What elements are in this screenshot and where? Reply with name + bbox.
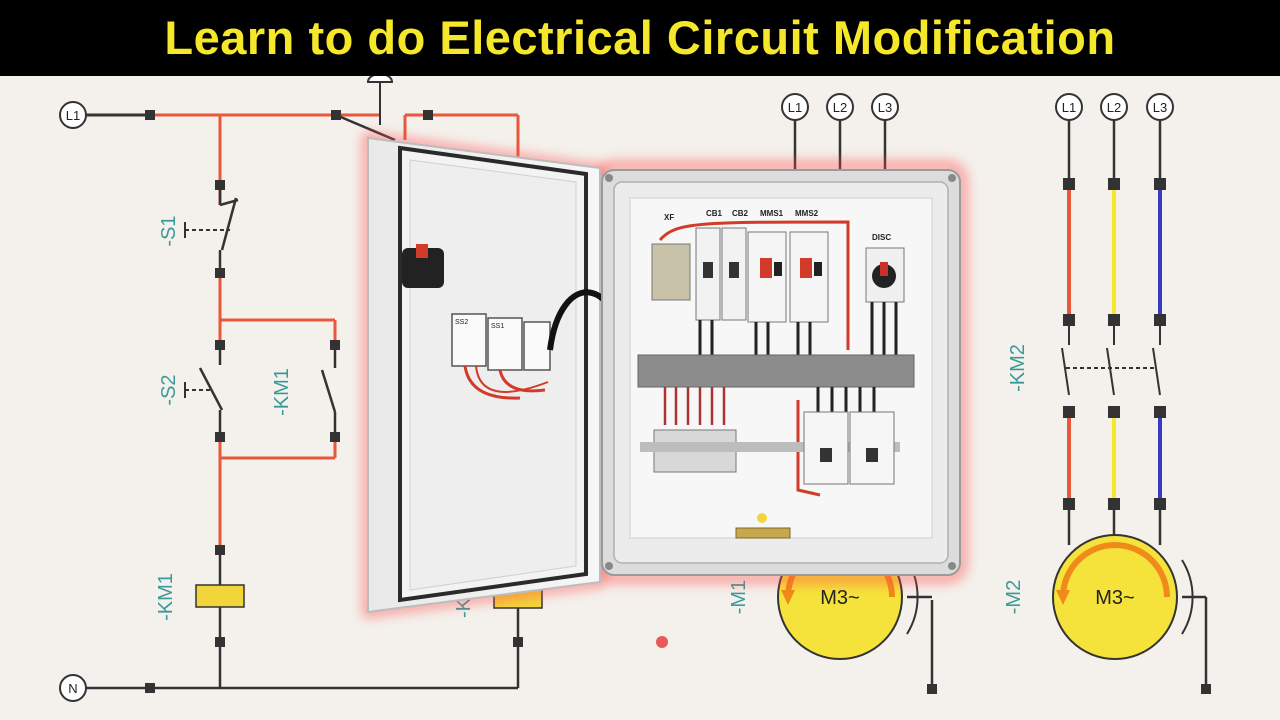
holding-contact-km1: -KM1 (271, 350, 337, 432)
door-label-ss2: SS2 (455, 319, 468, 326)
l1-terminal-label: L1 (66, 108, 80, 123)
panel-door: SS2 SS1 (367, 136, 631, 614)
m2-l2-terminal: L2 (1100, 93, 1128, 121)
n-terminal: N (59, 674, 87, 702)
motor-m1-label: -M1 (728, 580, 750, 614)
m2-l1-terminal: L1 (1055, 93, 1083, 121)
panel-label-mms2: MMS2 (795, 209, 819, 218)
panel-enclosure: XF CB1 CB2 MMS1 MMS2 DISC (601, 169, 961, 576)
holding-contact-label: -KM1 (271, 368, 293, 416)
m1-terminal-l3: L3 (878, 100, 892, 115)
motor-m2: M3~ -M2 (1003, 534, 1194, 660)
panel-label-cb1: CB1 (706, 209, 723, 218)
top-switch-symbol (335, 76, 396, 142)
m2-terminal-l2: L2 (1107, 100, 1121, 115)
red-dot (656, 636, 668, 648)
m1-terminal-l2: L2 (833, 100, 847, 115)
node-dot (145, 110, 155, 120)
n-terminal-label: N (68, 681, 77, 696)
m1-l1-terminal: L1 (781, 93, 809, 121)
start-switch-s2: -S2 (158, 350, 224, 432)
coil-km1-label: -KM1 (155, 573, 177, 621)
m2-terminal-l3: L3 (1153, 100, 1167, 115)
motor-m1-text: M3~ (820, 587, 859, 609)
m1-l3-terminal: L3 (871, 93, 899, 121)
contactor-km2-label: -KM2 (1007, 344, 1029, 392)
panel-label-xf: XF (664, 213, 674, 222)
coil-km1: -KM1 (155, 573, 245, 621)
contactor-km2: -KM2 (1007, 326, 1161, 396)
ground-bar (735, 527, 791, 539)
power-circuit-m2: L1 L2 L3 -KM2 (1003, 93, 1211, 694)
panel-label-mms1: MMS1 (760, 209, 784, 218)
node-dot (423, 110, 433, 120)
stop-switch-label: -S1 (158, 215, 180, 246)
m1-l2-terminal: L2 (826, 93, 854, 121)
m2-terminal-l1: L1 (1062, 100, 1076, 115)
node-dot (331, 110, 341, 120)
l1-terminal-control: L1 (59, 101, 87, 129)
motor-m2-text: M3~ (1095, 587, 1134, 609)
title-banner: Learn to do Electrical Circuit Modificat… (0, 0, 1280, 76)
motor-m2-label: -M2 (1003, 580, 1025, 614)
panel-label-cb2: CB2 (732, 209, 749, 218)
start-switch-label: -S2 (158, 374, 180, 405)
m1-terminal-l1: L1 (788, 100, 802, 115)
door-knob (402, 248, 444, 288)
stop-switch-s1: -S1 (158, 190, 239, 270)
wire-duct (637, 354, 915, 388)
m2-l3-terminal: L3 (1146, 93, 1174, 121)
video-title: Learn to do Electrical Circuit Modificat… (164, 11, 1116, 64)
electrical-panel: SS2 SS1 XF CB1 CB2 MMS1 MMS2 DISC (363, 132, 967, 618)
door-pushbuttons: SS2 SS1 (451, 313, 551, 400)
circuit-scene: L1 -S1 (59, 76, 1211, 702)
panel-label-disc: DISC (872, 233, 891, 242)
transformer-xf (651, 243, 691, 301)
door-label-ss1: SS1 (491, 323, 504, 330)
